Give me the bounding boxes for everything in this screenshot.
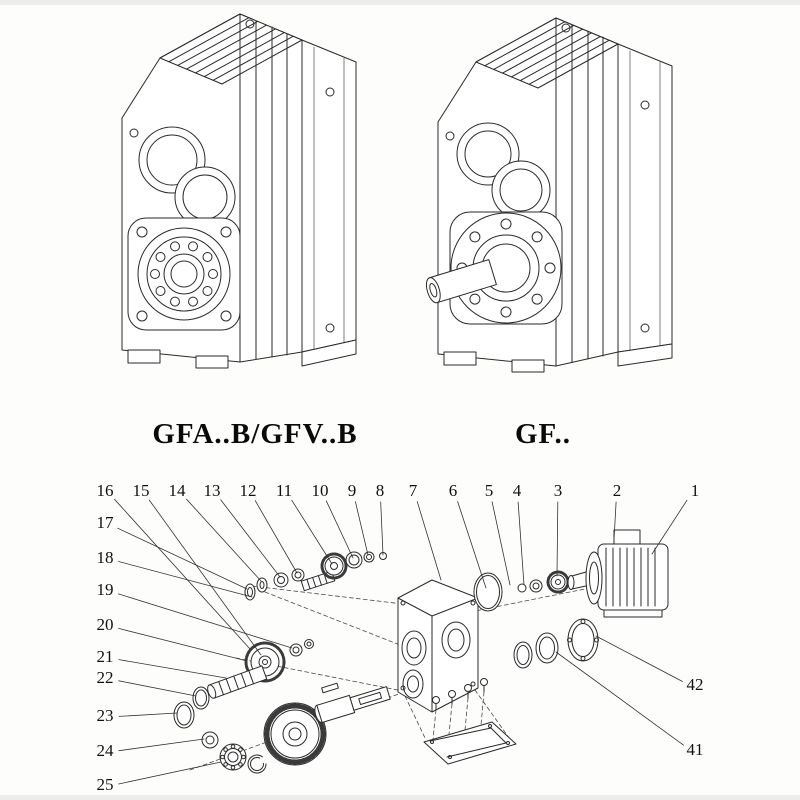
callout-leader-7 (416, 501, 442, 581)
output-gear-cluster (173, 682, 391, 774)
callout-number-15: 15 (133, 481, 150, 500)
input-bore-bosses-left (129, 126, 236, 228)
callout-number-23: 23 (97, 706, 114, 725)
output-bearing-flange-left (127, 217, 241, 331)
callout-leader-13 (220, 499, 281, 578)
side-ribs-left (255, 20, 288, 360)
callout-number-16: 16 (97, 481, 114, 500)
callout-leader-1 (651, 499, 688, 555)
housing-drawing (397, 579, 479, 713)
callout-number-7: 7 (409, 481, 418, 500)
bottom-cover-assembly (423, 678, 517, 765)
gearbox-right-drawing (425, 17, 673, 373)
right-model-label: GF.. (514, 418, 572, 450)
callout-leader-23 (118, 712, 178, 717)
callout-leader-10 (325, 500, 354, 559)
callout-number-10: 10 (312, 481, 329, 500)
callout-leader-15 (148, 499, 262, 656)
callout-number-41: 41 (687, 740, 704, 759)
output-flange-with-shaft (425, 211, 563, 325)
exploded-view-drawing (173, 529, 669, 774)
callout-number-25: 25 (97, 775, 114, 794)
mounting-feet-left (127, 339, 357, 369)
page-edge-top (0, 0, 800, 5)
callout-number-24: 24 (97, 741, 115, 760)
callout-leader-16 (114, 498, 251, 650)
output-bearing (219, 743, 247, 771)
callout-leader-25 (118, 761, 222, 785)
callout-leader-20 (118, 628, 248, 662)
callout-leader-11 (291, 499, 333, 565)
callout-number-2: 2 (613, 481, 622, 500)
callout-leader-22 (118, 680, 197, 697)
callout-leader-18 (118, 561, 253, 598)
callout-number-13: 13 (204, 481, 221, 500)
motor-side-parts (473, 570, 570, 612)
callout-leader-42 (595, 635, 683, 682)
callout-leader-9 (354, 501, 369, 556)
mounting-rail-left (301, 39, 357, 353)
callout-number-21: 21 (97, 647, 114, 666)
callout-number-6: 6 (449, 481, 458, 500)
callout-number-19: 19 (97, 580, 114, 599)
callout-leader-5 (491, 501, 511, 586)
callout-leader-4 (517, 501, 525, 586)
gearbox-left-drawing (121, 13, 357, 369)
callout-leader-24 (118, 738, 205, 752)
callout-number-3: 3 (554, 481, 563, 500)
callout-number-20: 20 (97, 615, 114, 634)
callout-leader-17 (117, 527, 248, 590)
callout-leader-12 (254, 500, 298, 574)
lifting-eye-hole (245, 19, 255, 29)
callout-number-8: 8 (376, 481, 385, 500)
callout-number-1: 1 (691, 481, 700, 500)
output-shaft (425, 259, 497, 304)
output-solid-shaft (314, 686, 391, 724)
shaft-key (321, 682, 339, 694)
callout-number-9: 9 (348, 481, 357, 500)
callout-leader-3 (556, 501, 559, 577)
splined-shaft (207, 665, 268, 699)
mounting-feet-right (443, 343, 673, 373)
callout-number-17: 17 (97, 513, 115, 532)
callout-number-42: 42 (687, 675, 704, 694)
intermediate-gear-cluster (207, 639, 314, 699)
mounting-rail-right (617, 43, 673, 353)
page-edge-bottom (0, 795, 800, 800)
motor-fins (605, 547, 656, 607)
callout-leader-21 (118, 659, 227, 679)
motor-drawing (567, 529, 669, 618)
circlip (247, 754, 267, 774)
callout-leader-6 (457, 501, 487, 589)
callout-number-11: 11 (276, 481, 292, 500)
callout-leader-41 (555, 651, 684, 746)
input-bore-bosses-right (445, 122, 551, 220)
callout-number-5: 5 (485, 481, 494, 500)
callout-leader-19 (118, 593, 293, 649)
output-side-rings (513, 618, 599, 669)
lifting-eye-hole-right (561, 23, 571, 33)
callout-number-12: 12 (240, 481, 257, 500)
callout-leader-2 (613, 501, 617, 541)
input-shaft-parts (244, 551, 387, 601)
side-ribs-right (571, 24, 604, 363)
callout-leader-8 (380, 501, 384, 556)
callout-leader-14 (186, 498, 262, 582)
left-model-label: GFA..B/GFV..B (152, 418, 358, 450)
callout-number-22: 22 (97, 668, 114, 687)
callout-number-14: 14 (169, 481, 187, 500)
output-helical-gear (263, 702, 327, 766)
callout-number-18: 18 (97, 548, 114, 567)
callout-number-4: 4 (513, 481, 522, 500)
